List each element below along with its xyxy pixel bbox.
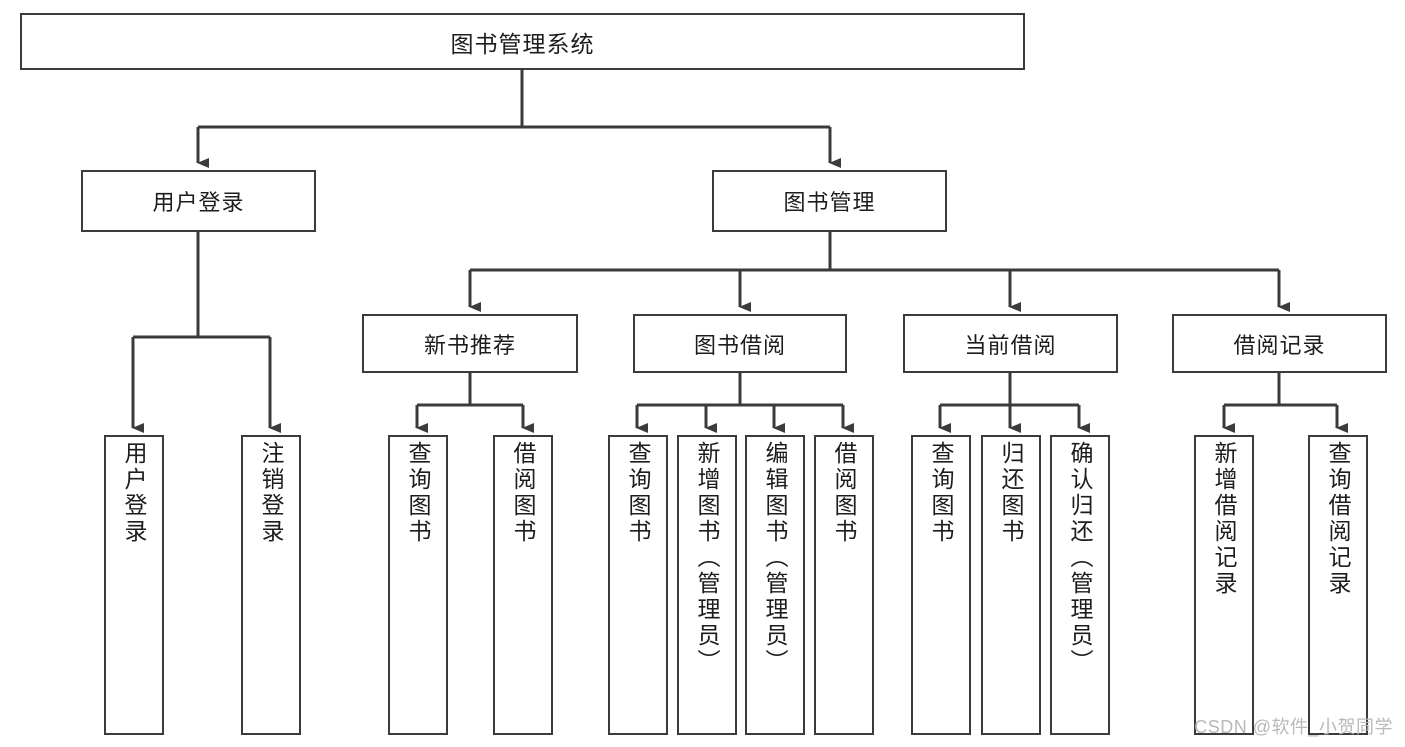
leaf-edit-book-admin[interactable]: 编辑图书（管理员） — [745, 435, 805, 735]
node-current-borrow[interactable]: 当前借阅 — [903, 314, 1118, 373]
leaf-label: 编辑图书（管理员） — [762, 441, 789, 675]
watermark: CSDN @软件_小贺同学 — [1194, 717, 1393, 737]
node-label: 图书管理 — [783, 190, 876, 215]
leaf-label: 新增图书（管理员） — [694, 441, 721, 675]
node-root-system[interactable]: 图书管理系统 — [20, 13, 1025, 70]
leaf-label: 借阅图书 — [510, 441, 537, 545]
node-label: 图书管理系统 — [450, 30, 595, 57]
node-label: 当前借阅 — [964, 332, 1057, 358]
leaf-query-book-borrow[interactable]: 查询图书 — [608, 435, 668, 735]
leaf-label: 查询借阅记录 — [1325, 441, 1352, 597]
node-label: 用户登录 — [152, 190, 245, 215]
node-book-borrow[interactable]: 图书借阅 — [633, 314, 847, 373]
leaf-label: 查询图书 — [928, 441, 955, 545]
node-label: 新书推荐 — [423, 332, 516, 358]
leaf-confirm-return-admin[interactable]: 确认归还（管理员） — [1050, 435, 1110, 735]
leaf-label: 注销登录 — [258, 441, 285, 545]
node-label: 借阅记录 — [1233, 332, 1326, 358]
leaf-add-borrow-record[interactable]: 新增借阅记录 — [1194, 435, 1254, 735]
leaf-label: 归还图书 — [998, 441, 1025, 545]
leaf-query-borrow-record[interactable]: 查询借阅记录 — [1308, 435, 1368, 735]
leaf-label: 查询图书 — [405, 441, 432, 545]
leaf-borrow-book-recommend[interactable]: 借阅图书 — [493, 435, 553, 735]
leaf-label: 借阅图书 — [831, 441, 858, 545]
leaf-query-book-current[interactable]: 查询图书 — [911, 435, 971, 735]
leaf-label: 新增借阅记录 — [1211, 441, 1238, 597]
node-book-management[interactable]: 图书管理 — [712, 170, 947, 232]
leaf-user-login[interactable]: 用户登录 — [104, 435, 164, 735]
leaf-logout[interactable]: 注销登录 — [241, 435, 301, 735]
leaf-return-book[interactable]: 归还图书 — [981, 435, 1041, 735]
leaf-query-book-recommend[interactable]: 查询图书 — [388, 435, 448, 735]
node-borrow-record[interactable]: 借阅记录 — [1172, 314, 1387, 373]
leaf-label: 确认归还（管理员） — [1067, 441, 1094, 675]
node-user-login[interactable]: 用户登录 — [81, 170, 316, 232]
leaf-borrow-book[interactable]: 借阅图书 — [814, 435, 874, 735]
leaf-label: 用户登录 — [121, 441, 148, 545]
leaf-add-book-admin[interactable]: 新增图书（管理员） — [677, 435, 737, 735]
node-label: 图书借阅 — [693, 332, 786, 358]
leaf-label: 查询图书 — [625, 441, 652, 545]
node-new-book-recommend[interactable]: 新书推荐 — [362, 314, 578, 373]
